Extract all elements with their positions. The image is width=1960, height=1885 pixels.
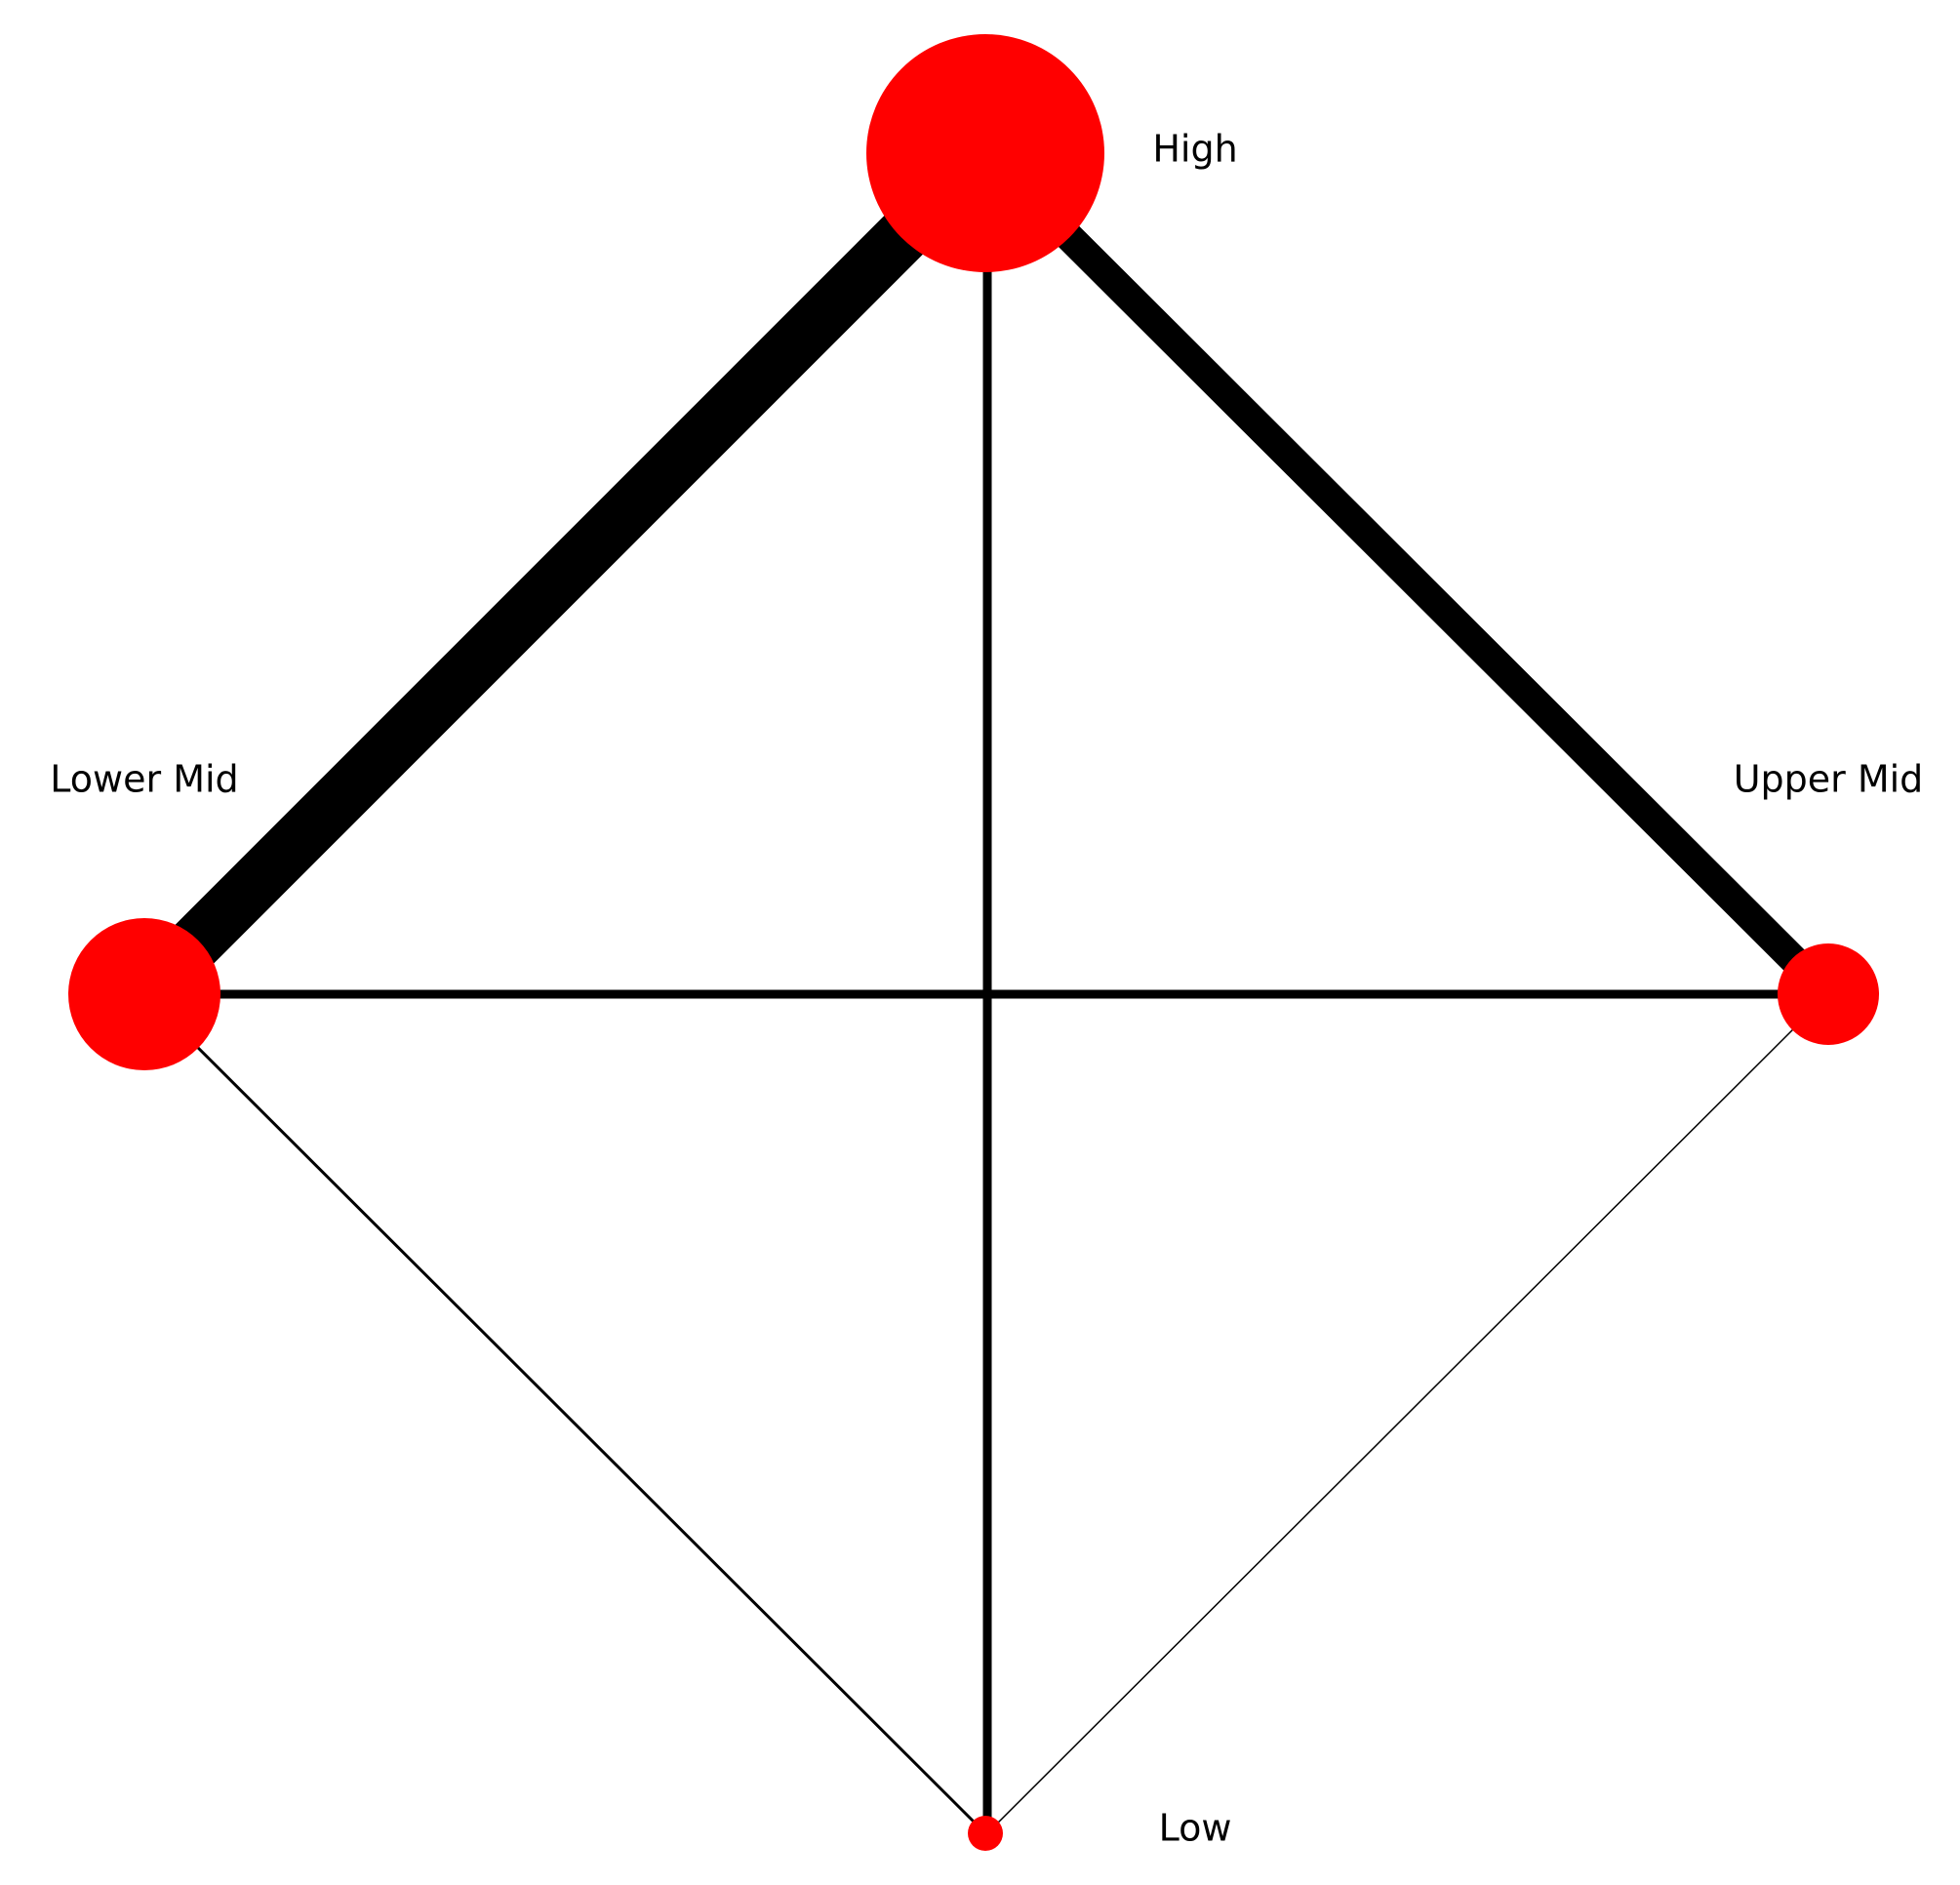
node-low bbox=[968, 1816, 1003, 1851]
label-low: Low bbox=[1159, 1807, 1232, 1850]
nodes bbox=[68, 34, 1879, 1851]
node-upper-mid bbox=[1778, 943, 1879, 1045]
edge-upper-mid-low bbox=[986, 993, 1829, 1834]
edge-lower-mid-low bbox=[142, 992, 987, 1835]
node-lower-mid bbox=[68, 918, 220, 1070]
node-high bbox=[866, 34, 1104, 272]
edges bbox=[125, 134, 1839, 1835]
labels: High Lower Mid Upper Mid Low bbox=[50, 128, 1923, 1850]
label-lower-mid: Lower Mid bbox=[50, 758, 238, 801]
edge-high-upper-mid bbox=[975, 142, 1839, 1005]
edge-high-lower-mid bbox=[125, 134, 1005, 1014]
label-high: High bbox=[1152, 128, 1237, 171]
label-upper-mid: Upper Mid bbox=[1734, 758, 1924, 801]
